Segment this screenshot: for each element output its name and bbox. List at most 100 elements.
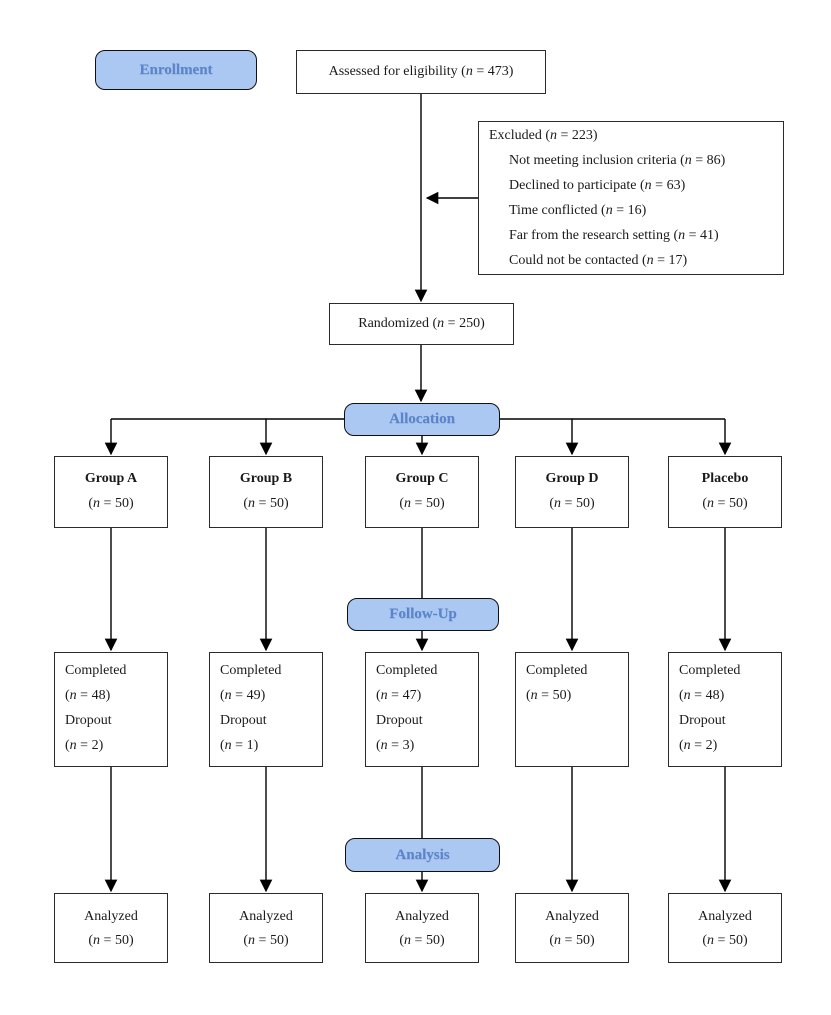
followup-stage-label: Follow-Up [347,598,499,631]
text-run: ( [702,933,708,948]
analyzed-line: Analyzed [366,905,478,929]
n-variable: n [69,688,77,703]
text-run: Completed [376,663,438,678]
n-variable: n [404,933,412,948]
n-variable: n [678,228,686,243]
n-variable: n [93,933,101,948]
text-run: ( [88,496,94,511]
text-run: ( [65,688,70,703]
text-run: = 473) [472,64,514,79]
text-run: = 16) [612,203,647,218]
group-b-box: Group B (n = 50) [209,456,323,528]
n-variable: n [465,64,473,79]
followup-box-group-b: Completed (n = 49) Dropout (n = 1) [209,652,323,767]
group-d-box: Group D (n = 50) [515,456,629,528]
followup-line: Completed [376,658,474,683]
text-run: = 86) [691,153,726,168]
text-run: Dropout [376,713,423,728]
text-run: ( [679,738,684,753]
text-run: Could not be contacted ( [509,253,647,268]
n-variable: n [683,688,691,703]
text-run: ( [702,496,708,511]
n-variable: n [380,688,388,703]
followup-stage-text: Follow-Up [389,606,457,622]
analyzed-line: Analyzed [516,905,628,929]
analyzed-box-group-b: Analyzed (n = 50) [209,893,323,963]
text-run: = 48) [76,688,111,703]
text-run: = 50) [561,933,595,948]
group-a-box: Group A (n = 50) [54,456,168,528]
n-variable: n [707,933,715,948]
group-count: (n = 50) [366,491,478,516]
text-run: = 50) [255,933,289,948]
text-run: Not meeting inclusion criteria ( [509,153,685,168]
group-name: Group B [239,471,293,486]
n-variable: n [380,738,388,753]
excluded-reason: Could not be contacted (n = 17) [489,248,775,273]
text-run: Analyzed [545,909,599,924]
enrollment-stage-text: Enrollment [139,61,213,78]
analyzed-line: (n = 50) [210,929,322,953]
text-run: Excluded ( [489,128,551,143]
text-run: ( [549,933,555,948]
n-variable: n [224,688,232,703]
text-run: = 50) [255,496,289,511]
text-run: ( [549,496,555,511]
text-run: Completed [679,663,741,678]
text-run: = 47) [387,688,422,703]
analyzed-line: (n = 50) [669,929,781,953]
followup-line: (n = 48) [679,683,777,708]
followup-box-group-a: Completed (n = 48) Dropout (n = 2) [54,652,168,767]
n-variable: n [646,253,654,268]
n-variable: n [554,933,562,948]
followup-line: Completed [526,658,624,683]
allocation-stage-label: Allocation [344,403,500,436]
text-run: = 50) [411,933,445,948]
followup-line: Completed [65,658,163,683]
text-run: ( [65,738,70,753]
text-run: ( [399,933,405,948]
text-run: Time conflicted ( [509,203,606,218]
followup-line: Dropout [679,708,777,733]
text-run: = 50) [561,496,595,511]
text-run: Far from the research setting ( [509,228,679,243]
text-run: ( [88,933,94,948]
n-variable: n [93,496,101,511]
text-run: = 48) [690,688,725,703]
followup-box-group-c: Completed (n = 47) Dropout (n = 3) [365,652,479,767]
text-run: ( [243,496,249,511]
text-run: Dropout [220,713,267,728]
text-run: = 63) [651,178,686,193]
n-variable: n [224,738,232,753]
randomized-text: Randomized (n = 250) [358,316,484,332]
followup-line: (n = 3) [376,733,474,758]
n-variable: n [684,153,692,168]
followup-line: (n = 2) [65,733,163,758]
text-run: Analyzed [84,909,138,924]
n-variable: n [530,688,538,703]
text-run: Assessed for eligibility ( [328,64,466,79]
group-name: Group D [545,471,599,486]
analyzed-line: (n = 50) [516,929,628,953]
followup-box-group-d: Completed (n = 50) [515,652,629,767]
text-run: = 50) [714,496,748,511]
text-run: Declined to participate ( [509,178,645,193]
analysis-stage-label: Analysis [345,838,500,872]
analyzed-box-group-d: Analyzed (n = 50) [515,893,629,963]
excluded-reason: Far from the research setting (n = 41) [489,223,775,248]
n-variable: n [707,496,715,511]
group-count: (n = 50) [55,491,167,516]
n-variable: n [683,738,691,753]
n-variable: n [554,496,562,511]
text-run: Dropout [65,713,112,728]
group-count: (n = 50) [669,491,781,516]
text-run: Completed [65,663,127,678]
n-variable: n [248,496,256,511]
followup-line: (n = 49) [220,683,318,708]
text-run: = 17) [653,253,688,268]
text-run: ( [399,496,405,511]
text-run: Analyzed [395,909,449,924]
followup-line: (n = 47) [376,683,474,708]
n-variable: n [248,933,256,948]
